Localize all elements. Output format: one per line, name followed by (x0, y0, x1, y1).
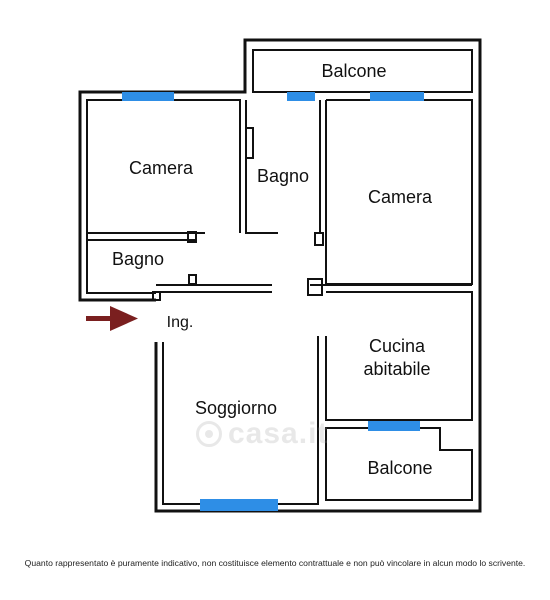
label-balcone-bottom: Balcone (367, 458, 432, 478)
label-balcone-top: Balcone (321, 61, 386, 81)
wall-balcony-bottom (325, 427, 473, 501)
balcony-top-outline (252, 49, 473, 93)
window-bagno (287, 92, 315, 101)
wall-stubs (152, 127, 324, 301)
label-camera-left: Camera (129, 158, 194, 178)
label-bagno-center: Bagno (257, 166, 309, 186)
windows (122, 92, 424, 511)
label-camera-right: Camera (368, 187, 433, 207)
label-bagno-left: Bagno (112, 249, 164, 269)
casa-it-watermark: casa.it (196, 414, 366, 454)
label-soggiorno: Soggiorno (195, 398, 277, 418)
window-soggiorno (200, 499, 278, 511)
watermark-text: casa.it (228, 417, 329, 450)
entry-arrow (86, 306, 138, 331)
label-entry: Ing. (167, 314, 194, 331)
window-camera-left (122, 92, 174, 101)
label-cucina-line1: Cucina (369, 336, 426, 356)
wall-cucina (325, 291, 473, 421)
outer-wall-inner (86, 99, 241, 294)
window-cucina (368, 421, 420, 431)
casa-it-logo-icon (196, 421, 222, 447)
wall-corridor-top (156, 284, 272, 293)
label-cucina-line2: abitabile (363, 359, 430, 379)
window-camera-right (370, 92, 424, 101)
disclaimer-text: Quanto rappresentato è puramente indicat… (24, 558, 526, 568)
